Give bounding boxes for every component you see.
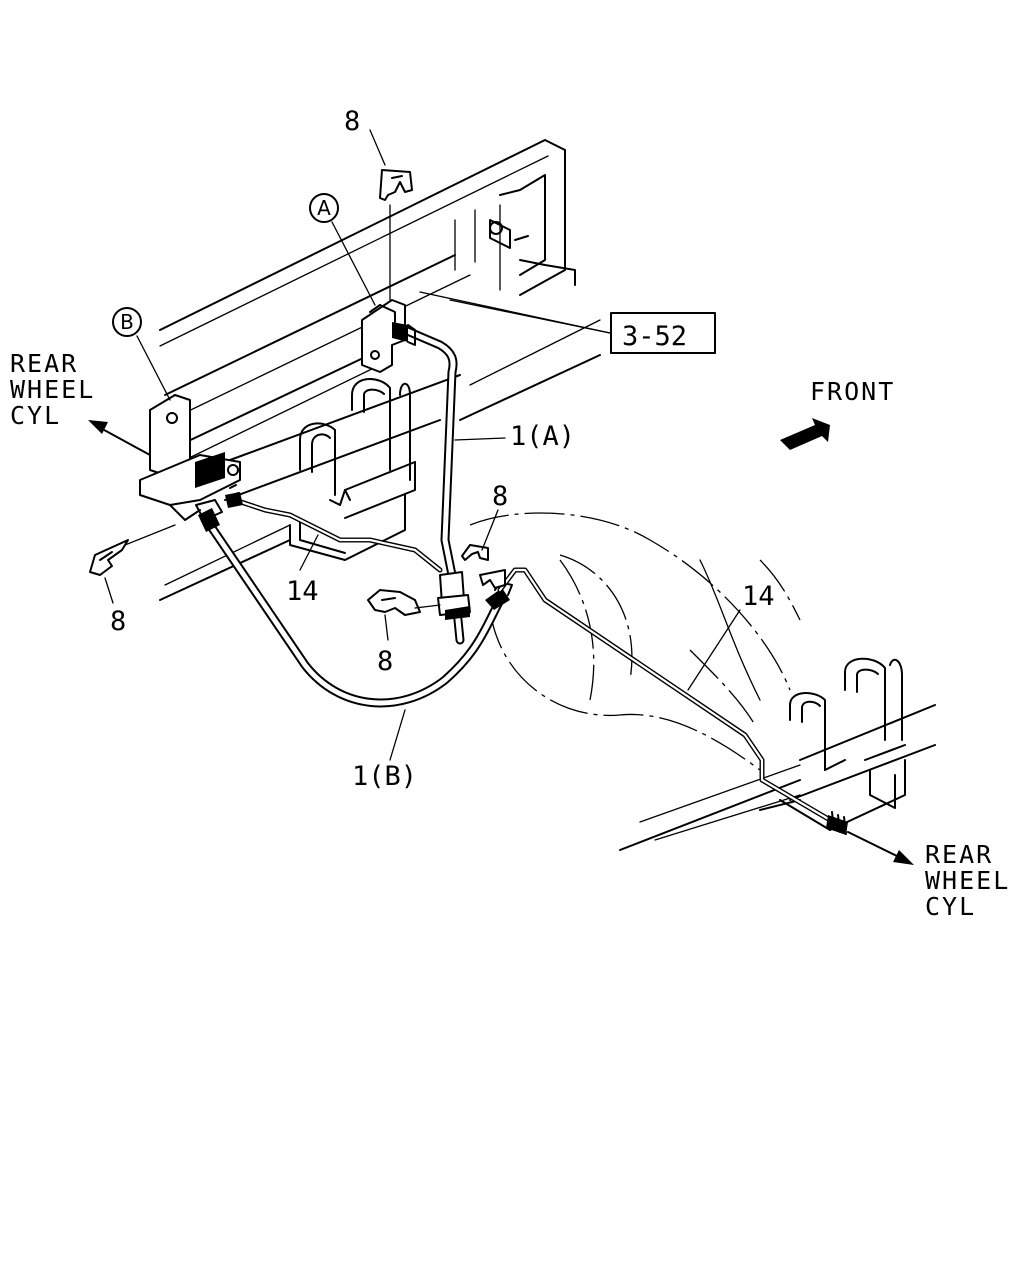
left-spring-ubolts — [289, 377, 416, 561]
label-hose-1a: 1(A) — [510, 421, 575, 452]
pipe-14-right — [497, 567, 848, 835]
front-arrow-icon — [780, 418, 830, 450]
rear-left-arrow — [88, 420, 151, 456]
hose-1a — [392, 322, 471, 645]
clip-top — [379, 169, 413, 201]
label-pipe-left: 14 — [286, 576, 319, 607]
circle-a-ring — [309, 193, 339, 223]
bracket-a — [361, 299, 406, 373]
pipe-14-left — [225, 484, 443, 573]
rear-right-arrow — [847, 831, 914, 865]
leader-lines — [104, 129, 741, 761]
label-rear-left-2: WHEEL — [10, 375, 95, 404]
label-circle-a: A — [317, 196, 331, 220]
label-clip-top: 8 — [344, 106, 360, 137]
circle-b-ring — [112, 307, 142, 337]
right-spring-ubolts — [779, 657, 906, 831]
label-rear-right-1: REAR — [925, 840, 993, 869]
clip-center — [367, 589, 421, 616]
axle-housing — [224, 374, 936, 851]
label-clip-right: 8 — [492, 481, 508, 512]
label-hose-1b: 1(B) — [352, 761, 417, 792]
label-clip-left: 8 — [110, 606, 126, 637]
label-ref-box: 3-52 — [622, 321, 687, 352]
label-pipe-right: 14 — [742, 581, 775, 612]
label-front: FRONT — [810, 377, 895, 406]
label-rear-left-1: REAR — [10, 349, 78, 378]
ref-box-frame — [610, 312, 716, 354]
label-rear-right-3: CYL — [925, 892, 976, 921]
clip-left — [89, 539, 129, 576]
label-rear-left-3: CYL — [10, 401, 61, 430]
clip-right — [461, 544, 506, 589]
label-circle-b: B — [120, 310, 134, 334]
hose-1b — [195, 499, 513, 708]
label-clip-center: 8 — [377, 646, 393, 677]
bracket-b — [139, 394, 241, 521]
label-rear-right-2: WHEEL — [925, 866, 1010, 895]
